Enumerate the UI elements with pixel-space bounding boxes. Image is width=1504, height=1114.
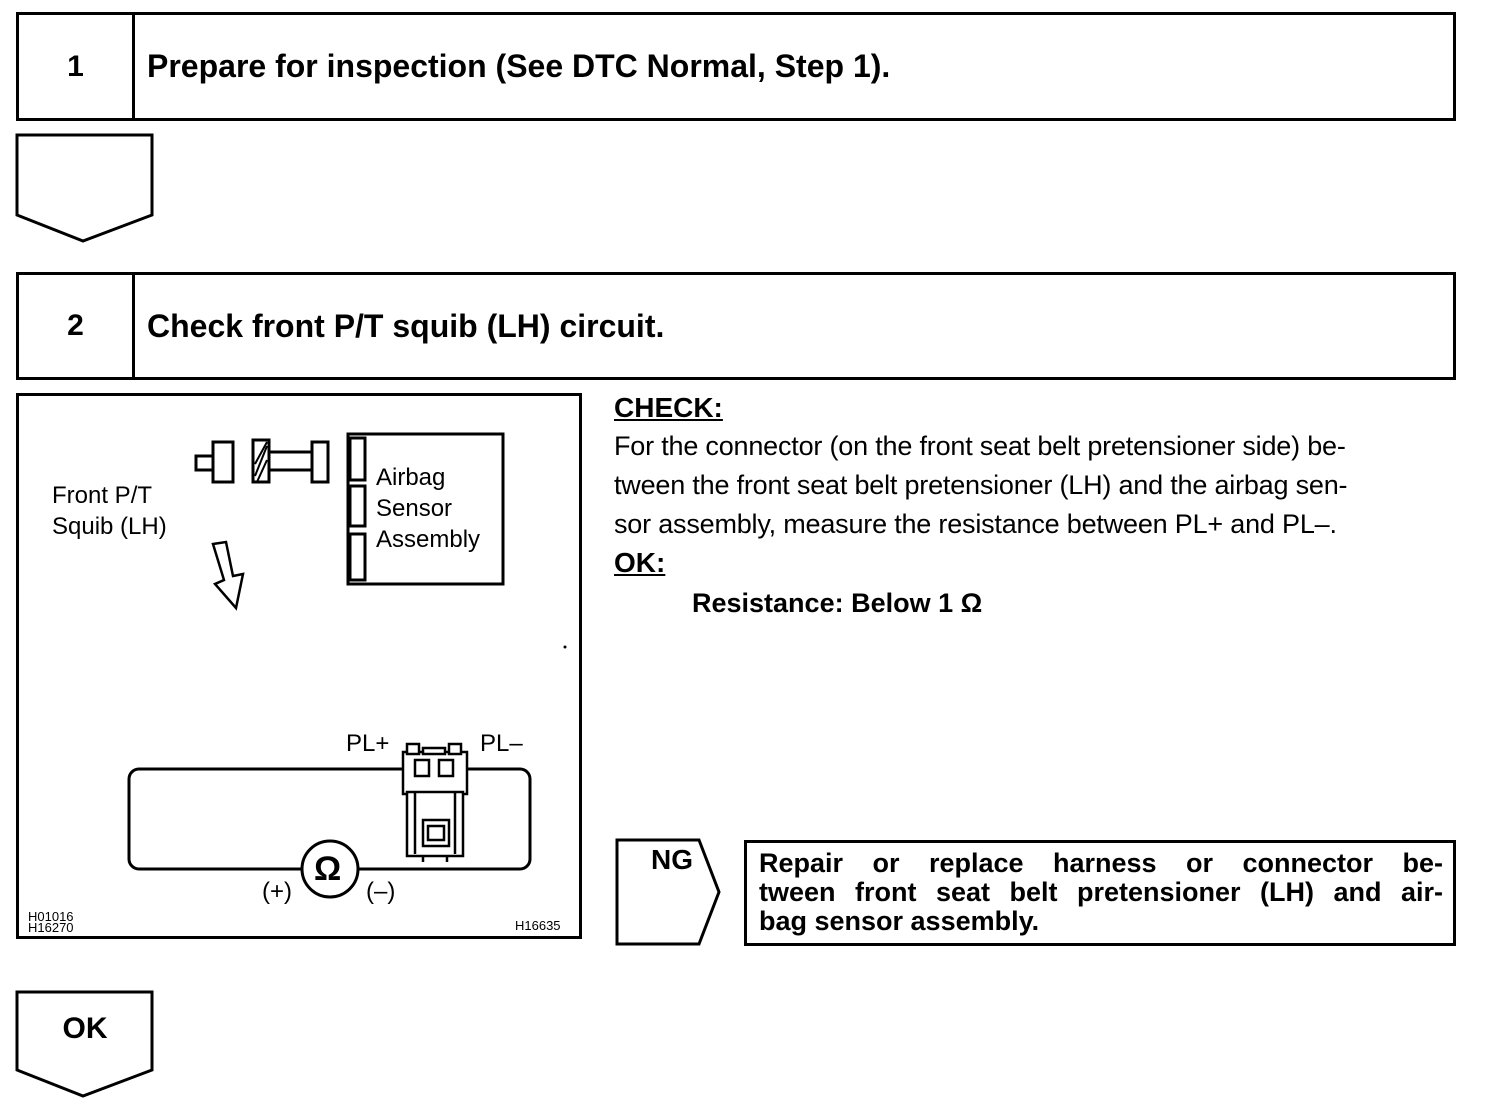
sensor-label-line: Airbag — [376, 464, 446, 491]
step-1-box: 1 Prepare for inspection (See DTC Normal… — [16, 12, 1456, 121]
figure-code-line: H01016 — [28, 909, 74, 924]
plus-terminal-label: (+) — [262, 878, 292, 905]
figure-code-line: H16270 — [28, 920, 74, 935]
step-1-number: 1 — [19, 15, 135, 118]
ng-action-line: tween front seat belt pretensioner (LH) … — [759, 877, 1443, 907]
ok-label: OK — [62, 1012, 108, 1045]
ohm-symbol: Ω — [314, 850, 342, 888]
ok-heading: OK: — [614, 547, 666, 578]
check-line: sor assembly, measure the resistance bet… — [614, 509, 1337, 539]
step-2-number: 2 — [19, 275, 135, 377]
squib-label: Front P/T Squib (LH) — [52, 480, 167, 542]
squib-connector-icon — [194, 440, 235, 484]
circuit-diagram-drawing — [127, 432, 567, 899]
step-2-box: 2 Check front P/T squib (LH) circuit. — [16, 272, 1456, 380]
ng-action-box: Repair or replace harness or connector b… — [744, 840, 1456, 946]
ok-arrow-icon — [15, 990, 154, 1098]
ng-action-line: Repair or replace harness or connector b… — [759, 848, 1443, 878]
check-heading: CHECK: — [614, 392, 723, 423]
sensor-label-line: Sensor — [376, 495, 453, 522]
step-1-title: Prepare for inspection (See DTC Normal, … — [147, 48, 891, 84]
ng-arrow-icon — [615, 838, 721, 946]
circuit-diagram-figure: Front P/T Squib (LH) Airbag Sensor Assem… — [16, 393, 582, 939]
pl-plus-label: PL+ — [346, 730, 390, 757]
ng-label: NG — [651, 844, 693, 875]
figure-code-right: H16635 — [515, 918, 561, 933]
disconnect-arrow-icon — [211, 540, 245, 611]
down-arrow-icon — [15, 133, 154, 243]
sensor-label: Airbag Sensor Assembly — [376, 462, 480, 555]
check-line: tween the front seat belt pretensioner (… — [614, 470, 1348, 500]
airbag-sensor-assembly-icon — [346, 432, 505, 586]
step-2-title: Check front P/T squib (LH) circuit. — [147, 307, 665, 344]
minus-terminal-label: (–) — [366, 878, 396, 905]
ng-action-line: bag sensor assembly. — [759, 906, 1040, 936]
ohmmeter-icon — [300, 839, 360, 899]
squib-label-line: Squib (LH) — [52, 513, 167, 540]
sensor-label-line: Assembly — [376, 526, 481, 553]
check-line: For the connector (on the front seat bel… — [614, 431, 1346, 461]
pl-minus-label: PL– — [480, 730, 523, 757]
check-section: CHECK: For the connector (on the front s… — [614, 389, 1464, 624]
figure-code-left: H01016 H16270 — [28, 909, 74, 935]
test-connector-icon — [401, 742, 469, 862]
squib-label-line: Front P/T — [52, 482, 153, 509]
resistance-spec: Resistance: Below 1 Ω — [692, 588, 983, 618]
mating-connector-icon — [251, 438, 330, 484]
